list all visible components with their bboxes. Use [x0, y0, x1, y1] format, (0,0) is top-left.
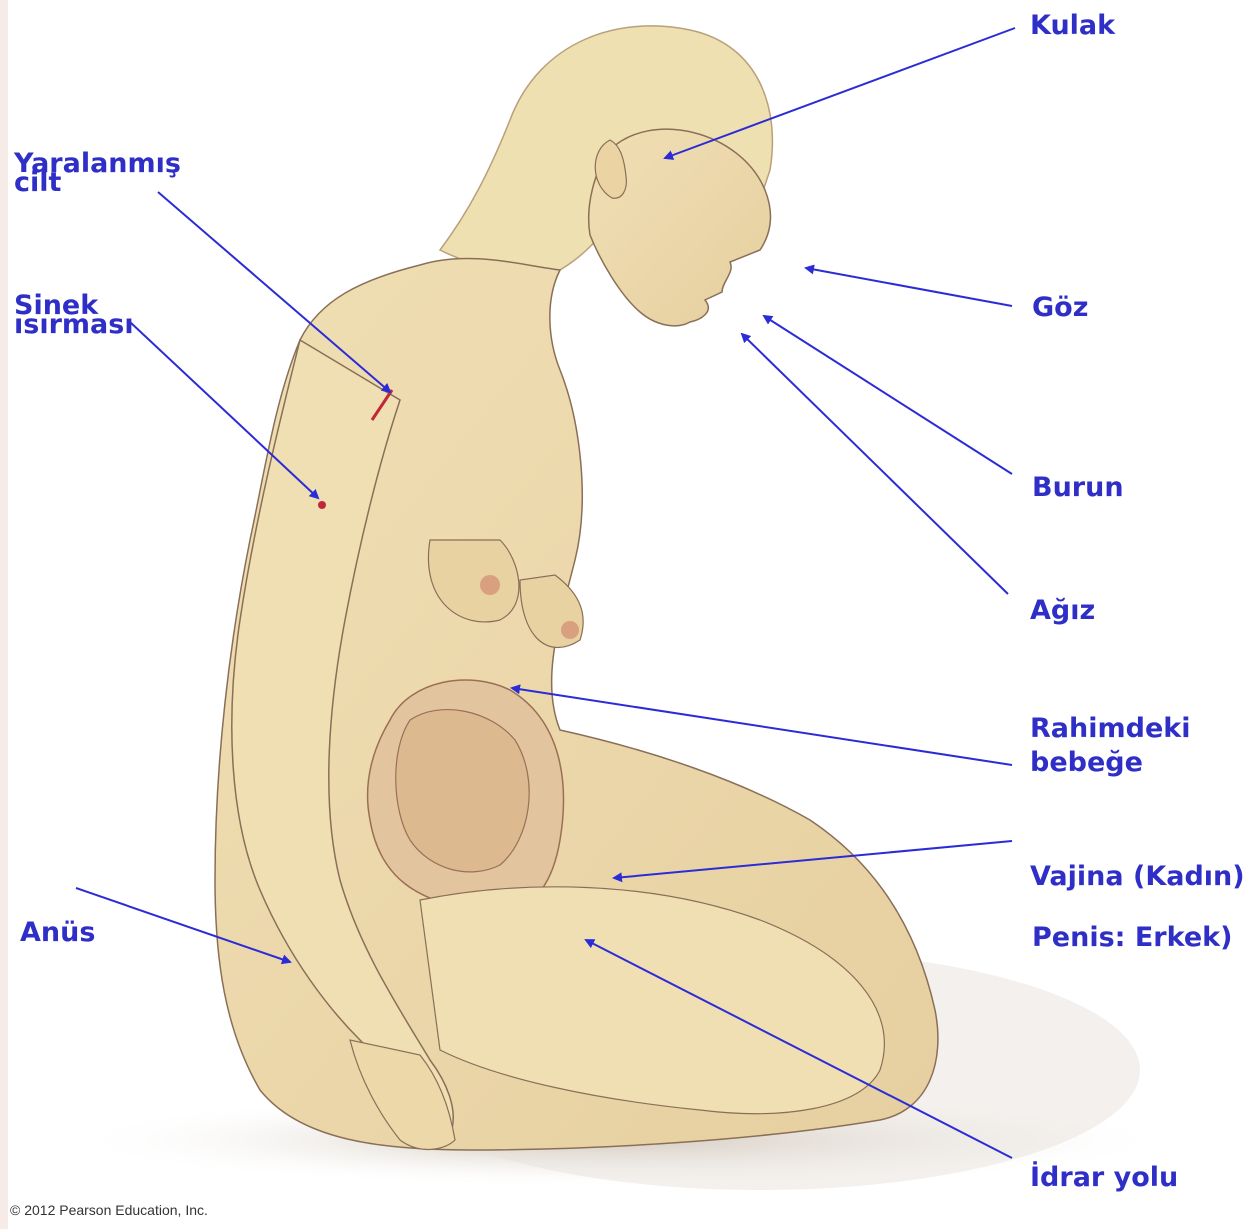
- label-insect-bite: Sinek ısırması: [14, 292, 134, 338]
- copyright-notice: © 2012 Pearson Education, Inc.: [10, 1202, 208, 1218]
- label-urethra: İdrar yolu: [1030, 1164, 1178, 1191]
- label-ear: Kulak: [1030, 12, 1115, 39]
- label-mouth: Ağız: [1030, 597, 1095, 624]
- label-baby-in-womb-line1: Rahimdeki: [1030, 712, 1190, 746]
- label-nose: Burun: [1032, 474, 1124, 501]
- label-insect-bite-line2: ısırması: [14, 311, 134, 338]
- arrow-eye: [806, 268, 1012, 306]
- label-penis: Penis: Erkek): [1032, 924, 1232, 951]
- label-baby-in-womb-line2: bebeğe: [1030, 746, 1190, 780]
- label-eye: Göz: [1032, 294, 1088, 321]
- arrow-mouth: [742, 334, 1008, 594]
- insect-bite-mark: [318, 501, 326, 509]
- label-baby-in-womb: Rahimdeki bebeğe: [1030, 712, 1190, 780]
- fetus: [396, 710, 529, 872]
- label-anus: Anüs: [20, 919, 95, 946]
- arrow-nose: [764, 316, 1012, 474]
- label-vagina: Vajina (Kadın): [1030, 863, 1245, 890]
- label-injured-skin: Yaralanmış cilt: [14, 150, 181, 196]
